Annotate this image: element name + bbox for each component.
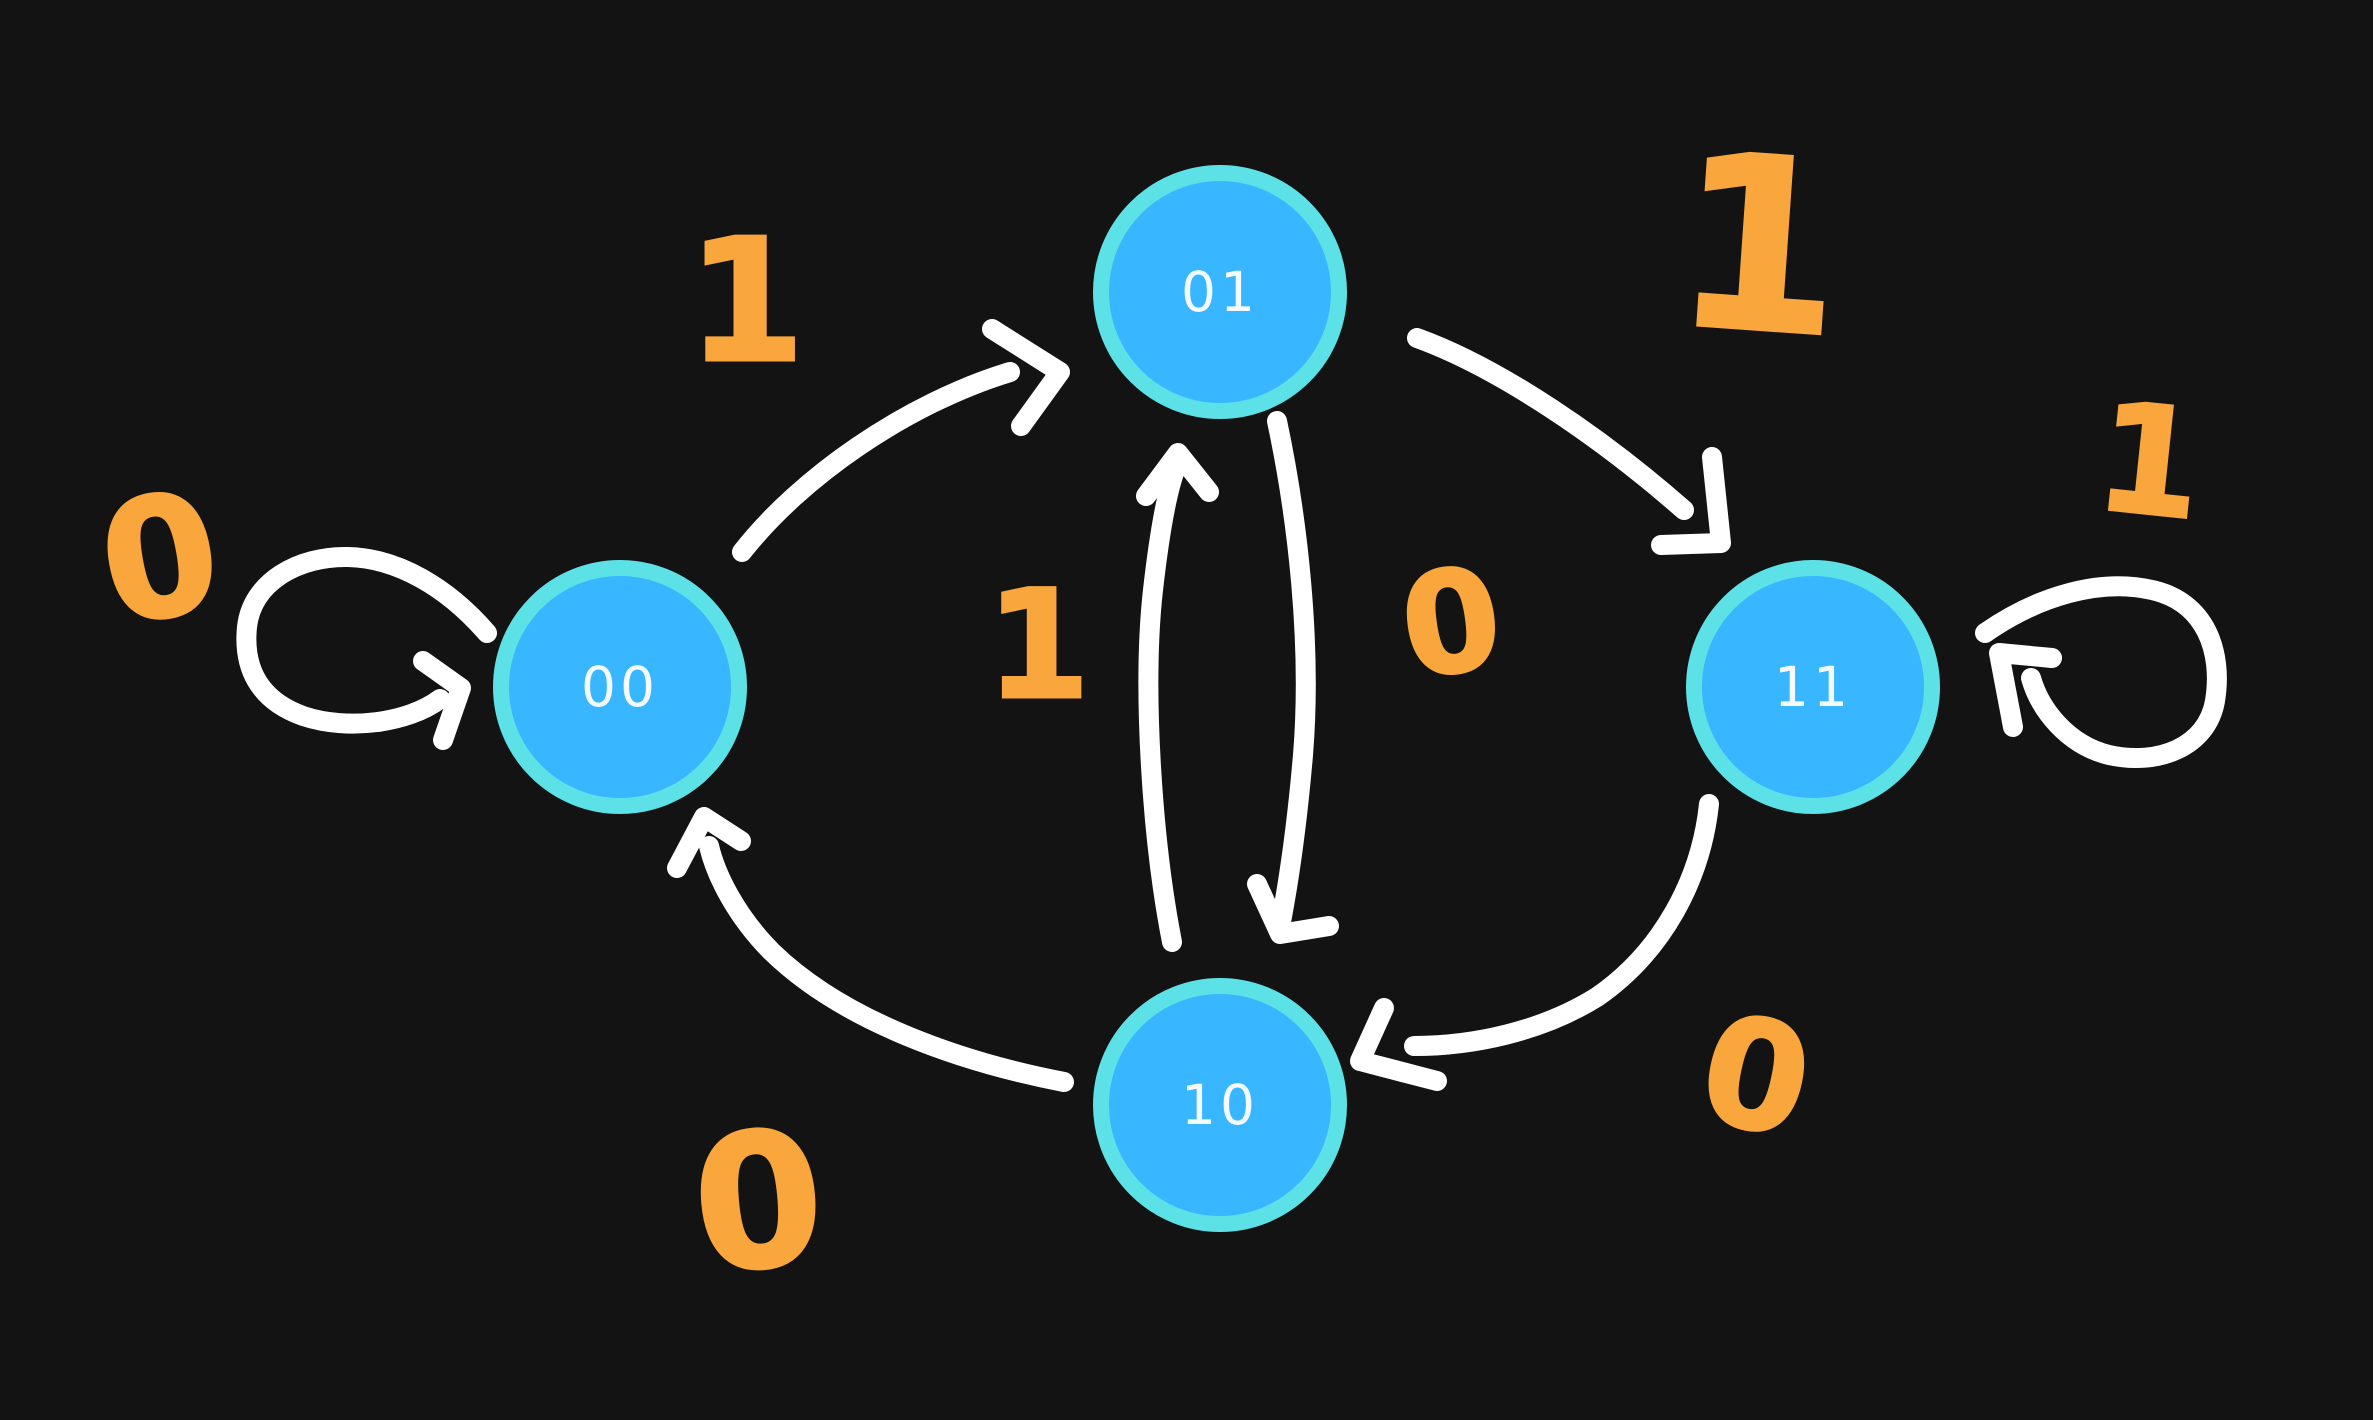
arrow-shaft — [732, 362, 1020, 562]
state-circle — [1093, 165, 1347, 419]
transition-input-label-00-01[interactable]: 1 — [685, 202, 806, 403]
transition-input-label-01-11[interactable]: 1 — [1664, 99, 1853, 393]
state-node-00[interactable]: 00 — [493, 560, 747, 814]
state-label: 00 — [581, 655, 659, 719]
arrowhead — [982, 319, 1070, 436]
transition-10-to-00[interactable] — [667, 807, 1074, 1092]
arrowhead — [1651, 447, 1731, 555]
transition-10-to-01[interactable] — [1136, 443, 1219, 952]
arrow-shaft — [1267, 411, 1316, 932]
arrow-shaft — [699, 836, 1074, 1092]
state-label: 01 — [1181, 260, 1259, 324]
arrow-shaft — [236, 546, 497, 734]
transition-01-to-11[interactable] — [1407, 328, 1731, 555]
transition-input-label-10-01[interactable]: 1 — [984, 558, 1091, 735]
transition-00-to-01[interactable] — [732, 319, 1070, 562]
state-node-01[interactable]: 01 — [1093, 165, 1347, 419]
arrowhead — [1989, 643, 2062, 737]
arrowhead — [1350, 998, 1447, 1091]
transition-11-to-10[interactable] — [1350, 794, 1719, 1091]
state-circle — [1093, 978, 1347, 1232]
state-circle — [1686, 560, 1940, 814]
state-node-11[interactable]: 11 — [1686, 560, 1940, 814]
arrowhead — [1247, 874, 1339, 944]
transition-input-label-01-10[interactable]: 0 — [1390, 535, 1512, 713]
state-label: 11 — [1774, 655, 1852, 719]
arrowhead — [413, 651, 471, 750]
arrow-shaft — [1975, 576, 2227, 768]
arrow-shaft — [1407, 328, 1694, 520]
state-circle — [493, 560, 747, 814]
state-label: 10 — [1181, 1073, 1259, 1137]
transition-00-to-00[interactable] — [236, 546, 497, 750]
arrow-shaft — [1404, 794, 1719, 1056]
arrowhead — [1136, 443, 1219, 506]
transition-11-to-11[interactable] — [1975, 576, 2227, 768]
transition-input-label-10-00[interactable]: 0 — [683, 1088, 833, 1317]
arrow-shaft — [1138, 460, 1185, 952]
transition-01-to-10[interactable] — [1247, 411, 1339, 944]
arrowhead — [667, 807, 751, 878]
state-node-10[interactable]: 10 — [1093, 978, 1347, 1232]
transition-input-label-11-11[interactable]: 1 — [2087, 369, 2212, 556]
